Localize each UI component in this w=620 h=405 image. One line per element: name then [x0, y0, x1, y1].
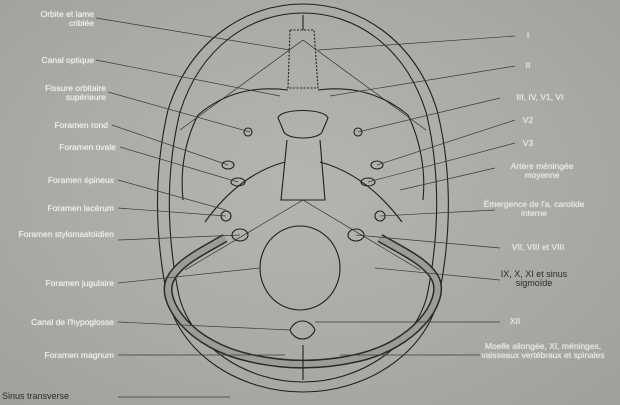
label-nerve-ii: II [516, 61, 540, 70]
label-orbit: Orbite et lame criblée [18, 10, 94, 28]
label-foramen-spinosum: Foramen épineux [14, 176, 114, 185]
foramen-magnum [260, 226, 340, 310]
label-hypoglossal-canal: Canal de l'hypoglosse [8, 318, 114, 327]
label-internal-carotid: Émergence de l'a. carotide interne [474, 200, 594, 218]
clivus [281, 140, 325, 200]
label-stylomastoid-foramen: Foramen stylomastoïdien [14, 230, 114, 239]
label-foramen-ovale: Foramen ovale [18, 143, 116, 152]
label-nerve-v3: V3 [516, 139, 540, 148]
petrous-ridge-right [320, 162, 402, 222]
label-nerve-i: I [518, 31, 538, 40]
label-nerves-vii-viii: VII, VIII et VIII [498, 243, 578, 252]
occipital-crest [290, 321, 315, 339]
label-foramen-magnum: Foramen magnum [8, 351, 114, 360]
crista-galli [288, 30, 318, 88]
label-foramen-lacerum: Foramen lacérum [14, 204, 114, 213]
label-optic-canal: Canal optique [18, 56, 94, 65]
label-medulla-and-vessels: Moelle allongée, XI, méninges, vaisseaux… [468, 342, 618, 360]
label-sinus-transverse: Sinus transverse [2, 392, 114, 401]
label-nerves-ix-x-xi-sigmoid: IX, X, XI et sinus sigmoïde [484, 270, 584, 288]
label-jugular-foramen: Foramen jugulaire [8, 279, 114, 288]
skull-inner-contour [169, 13, 436, 382]
petrous-ridge-left [205, 162, 285, 222]
lesser-wing-right [318, 89, 408, 115]
label-nerves-iii-iv-v1-vi: III, IV, V1, VI [498, 93, 582, 102]
lesser-wing-left [198, 89, 288, 115]
label-foramen-rotundum: Foramen rond [18, 121, 108, 130]
label-middle-meningeal-artery: Artère méningée moyenne [496, 162, 588, 180]
sella-turcica [278, 111, 328, 139]
label-nerve-v2: V2 [516, 116, 540, 125]
label-superior-orbital-fissure: Fissure orbitaire supérieure [18, 84, 106, 102]
label-nerve-xii: XII [500, 317, 530, 326]
